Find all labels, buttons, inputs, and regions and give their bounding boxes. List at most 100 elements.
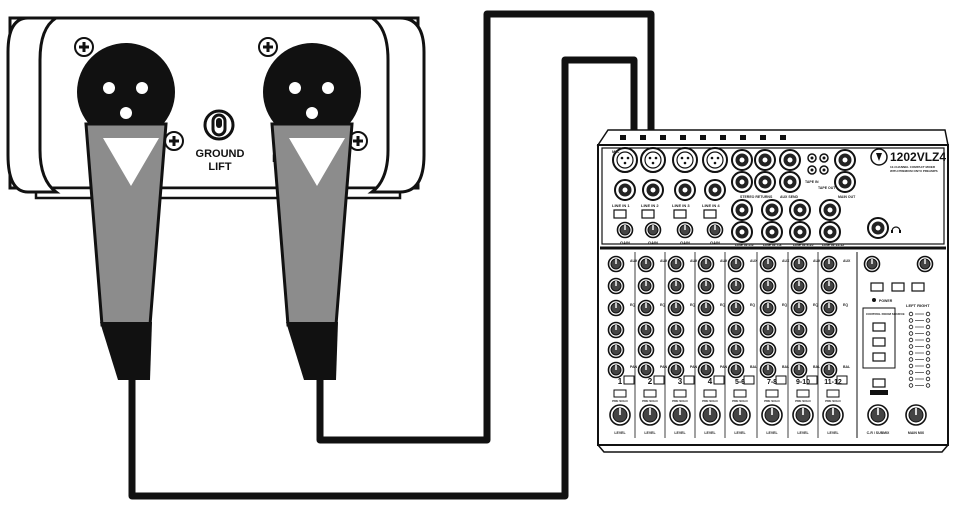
mute-button[interactable] bbox=[713, 375, 725, 385]
level-knob[interactable] bbox=[792, 404, 814, 426]
level-knob[interactable] bbox=[761, 404, 783, 426]
control-room-button[interactable] bbox=[872, 337, 886, 347]
mute-button[interactable] bbox=[836, 375, 848, 385]
level-knob[interactable] bbox=[609, 404, 631, 426]
level-knob[interactable] bbox=[729, 404, 751, 426]
level-knob[interactable] bbox=[669, 404, 691, 426]
pan-knob[interactable] bbox=[820, 361, 838, 379]
channel-knob[interactable] bbox=[607, 341, 625, 359]
line-input-2[interactable] bbox=[642, 179, 664, 201]
line-input-4[interactable] bbox=[704, 179, 726, 201]
line-input-3[interactable] bbox=[674, 179, 696, 201]
channel-knob[interactable] bbox=[727, 321, 745, 339]
channel-knob[interactable] bbox=[820, 341, 838, 359]
channel-knob[interactable] bbox=[759, 277, 777, 295]
master-button[interactable] bbox=[891, 282, 905, 292]
low-cut-button[interactable] bbox=[703, 209, 717, 219]
channel-knob[interactable] bbox=[790, 341, 808, 359]
mute-button[interactable] bbox=[683, 375, 695, 385]
mute-button[interactable] bbox=[653, 375, 665, 385]
channel-knob[interactable] bbox=[667, 277, 685, 295]
pan-knob[interactable] bbox=[697, 361, 715, 379]
mic-input-3[interactable] bbox=[672, 147, 698, 173]
channel-knob[interactable] bbox=[727, 277, 745, 295]
pan-knob[interactable] bbox=[637, 361, 655, 379]
channel-knob[interactable] bbox=[637, 321, 655, 339]
mute-button[interactable] bbox=[623, 375, 635, 385]
channel-knob[interactable] bbox=[697, 255, 715, 273]
aux-master-knob[interactable] bbox=[863, 255, 881, 273]
mute-button[interactable] bbox=[743, 375, 755, 385]
channel-knob[interactable] bbox=[790, 255, 808, 273]
mute-button[interactable] bbox=[775, 375, 787, 385]
channel-knob[interactable] bbox=[759, 341, 777, 359]
pan-knob[interactable] bbox=[667, 361, 685, 379]
channel-knob[interactable] bbox=[727, 255, 745, 273]
pan-knob[interactable] bbox=[759, 361, 777, 379]
channel-knob[interactable] bbox=[820, 299, 838, 317]
tape-rca-jacks[interactable] bbox=[807, 153, 829, 175]
pre-solo-button[interactable] bbox=[796, 389, 810, 398]
level-knob[interactable] bbox=[699, 404, 721, 426]
channel-knob[interactable] bbox=[790, 277, 808, 295]
channel-knob[interactable] bbox=[637, 341, 655, 359]
level-knob[interactable] bbox=[822, 404, 844, 426]
pan-knob[interactable] bbox=[607, 361, 625, 379]
channel-knob[interactable] bbox=[667, 299, 685, 317]
channel-knob[interactable] bbox=[759, 255, 777, 273]
channel-knob[interactable] bbox=[637, 277, 655, 295]
channel-knob[interactable] bbox=[759, 321, 777, 339]
ground-lift-switch[interactable] bbox=[203, 109, 235, 141]
master-button[interactable] bbox=[911, 282, 925, 292]
pre-solo-button[interactable] bbox=[765, 389, 779, 398]
channel-knob[interactable] bbox=[697, 299, 715, 317]
channel-knob[interactable] bbox=[667, 321, 685, 339]
channel-knob[interactable] bbox=[790, 299, 808, 317]
master-button[interactable] bbox=[870, 282, 884, 292]
gain-knob[interactable] bbox=[706, 221, 724, 239]
control-room-button[interactable] bbox=[872, 352, 886, 362]
channel-knob[interactable] bbox=[697, 341, 715, 359]
channel-knob[interactable] bbox=[820, 277, 838, 295]
channel-knob[interactable] bbox=[607, 299, 625, 317]
gain-knob[interactable] bbox=[676, 221, 694, 239]
line-input-1[interactable] bbox=[614, 179, 636, 201]
pre-solo-button[interactable] bbox=[826, 389, 840, 398]
channel-knob[interactable] bbox=[607, 321, 625, 339]
channel-knob[interactable] bbox=[727, 299, 745, 317]
mic-input-2[interactable] bbox=[640, 147, 666, 173]
cr-submix-knob[interactable] bbox=[867, 404, 889, 426]
channel-knob[interactable] bbox=[637, 299, 655, 317]
phones-jack[interactable] bbox=[867, 217, 889, 239]
gain-knob[interactable] bbox=[616, 221, 634, 239]
channel-knob[interactable] bbox=[759, 299, 777, 317]
pan-knob[interactable] bbox=[727, 361, 745, 379]
pan-knob[interactable] bbox=[790, 361, 808, 379]
low-cut-button[interactable] bbox=[641, 209, 655, 219]
mic-input-4[interactable] bbox=[702, 147, 728, 173]
pre-solo-button[interactable] bbox=[703, 389, 717, 398]
channel-knob[interactable] bbox=[820, 321, 838, 339]
channel-knob[interactable] bbox=[607, 255, 625, 273]
low-cut-button[interactable] bbox=[673, 209, 687, 219]
channel-knob[interactable] bbox=[790, 321, 808, 339]
pre-solo-button[interactable] bbox=[643, 389, 657, 398]
main-mix-knob[interactable] bbox=[905, 404, 927, 426]
level-knob[interactable] bbox=[639, 404, 661, 426]
aux-master-knob[interactable] bbox=[916, 255, 934, 273]
channel-knob[interactable] bbox=[667, 255, 685, 273]
channel-knob[interactable] bbox=[697, 277, 715, 295]
channel-knob[interactable] bbox=[607, 277, 625, 295]
channel-knob[interactable] bbox=[697, 321, 715, 339]
master-button[interactable] bbox=[872, 378, 886, 388]
gain-knob[interactable] bbox=[644, 221, 662, 239]
channel-knob[interactable] bbox=[637, 255, 655, 273]
channel-knob[interactable] bbox=[727, 341, 745, 359]
pre-solo-button[interactable] bbox=[613, 389, 627, 398]
mute-button[interactable] bbox=[806, 375, 818, 385]
channel-knob[interactable] bbox=[820, 255, 838, 273]
low-cut-button[interactable] bbox=[613, 209, 627, 219]
pre-solo-button[interactable] bbox=[673, 389, 687, 398]
channel-knob[interactable] bbox=[667, 341, 685, 359]
control-room-button[interactable] bbox=[872, 322, 886, 332]
